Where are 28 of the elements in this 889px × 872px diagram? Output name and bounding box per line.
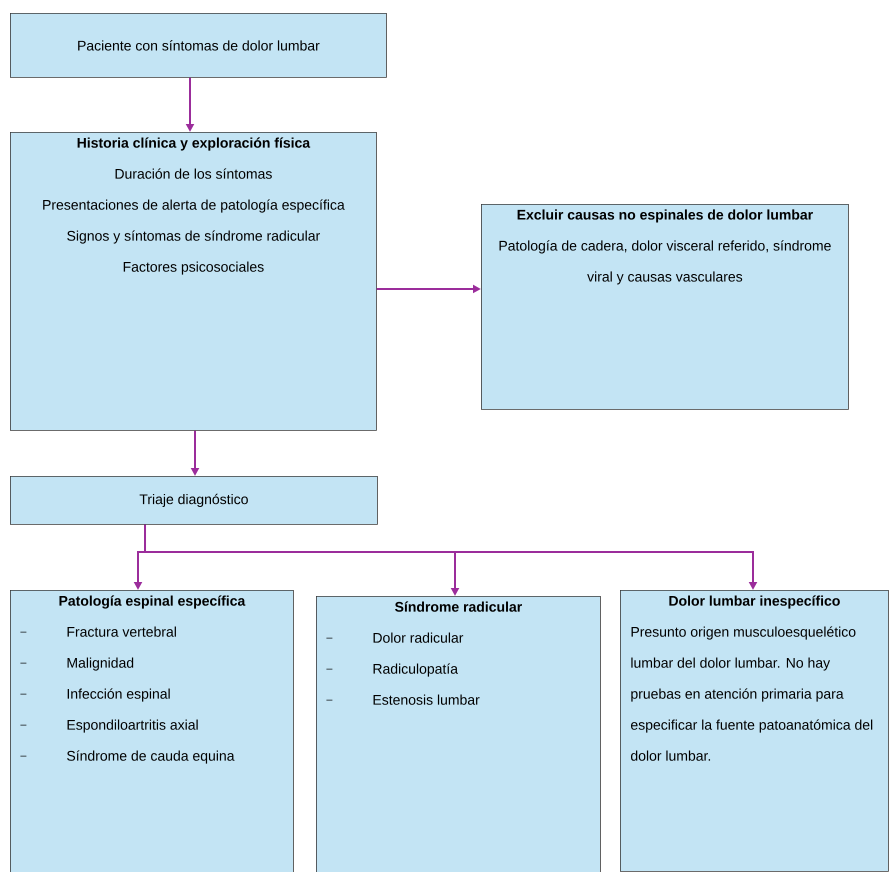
- list-item: Espondiloartritis axial: [68, 720, 198, 733]
- body-text: Duración de los síntomas: [116, 168, 272, 179]
- process-box: [10, 132, 377, 431]
- body-text: Triaje diagnóstico: [140, 494, 248, 507]
- heading: Excluir causas no espinales de dolor lumbar: [518, 209, 813, 222]
- list-item: Radiculopatía: [374, 663, 458, 677]
- body-text: Presentaciones de alerta de patología específica: [43, 199, 345, 213]
- body-text: Paciente con síntomas de dolor lumbar: [78, 40, 320, 51]
- body-text: Factores psicosociales: [124, 262, 264, 275]
- process-box: [620, 590, 889, 872]
- process-box: [10, 476, 378, 525]
- process-box: [316, 596, 601, 872]
- heading: Historia clínica y exploración física: [78, 137, 310, 151]
- list-item: Síndrome de cauda equina: [67, 750, 234, 764]
- list-item: Estenosis lumbar: [374, 694, 480, 705]
- heading: Patología espinal específica: [59, 595, 246, 609]
- list-item: Malignidad: [68, 658, 134, 671]
- list-item: Fractura vertebral: [68, 626, 176, 637]
- list-item: Dolor radicular: [374, 632, 464, 643]
- heading: Síndrome radicular: [395, 601, 522, 612]
- body-text: Presunto origen musculoesquelético lumbar del dolor lumbar. No hay pruebas en atención primaria para especificar la fuente patoanatómica del dolor lumbar.: [630, 626, 872, 761]
- process-box: [10, 13, 387, 78]
- body-text: Patología de cadera, dolor visceral referido, síndrome viral y causas vasculares: [500, 240, 831, 284]
- process-box: [481, 204, 849, 410]
- process-box: [10, 590, 294, 872]
- list-item: Infección espinal: [68, 688, 170, 702]
- heading: Dolor lumbar inespecífico: [669, 595, 840, 609]
- body-text: Signos y síntomas de síndrome radicular: [67, 230, 320, 244]
